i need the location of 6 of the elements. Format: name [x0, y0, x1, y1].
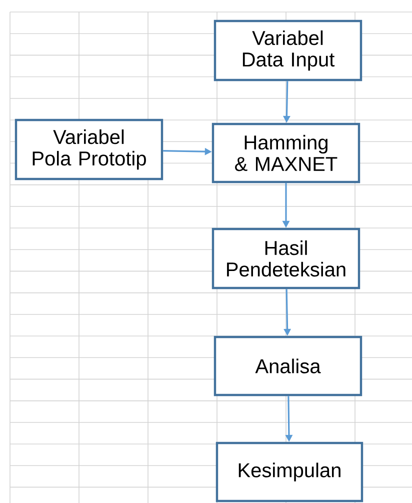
- process-box: Variabel Pola Prototip: [14, 118, 164, 180]
- process-box: Hamming & MAXNET: [212, 122, 360, 184]
- process-box: Kesimpulan: [216, 442, 364, 502]
- process-box: Analisa: [214, 336, 362, 396]
- process-box: Variabel Data Input: [214, 20, 362, 82]
- process-box: Hasil Pendeteksian: [212, 228, 360, 290]
